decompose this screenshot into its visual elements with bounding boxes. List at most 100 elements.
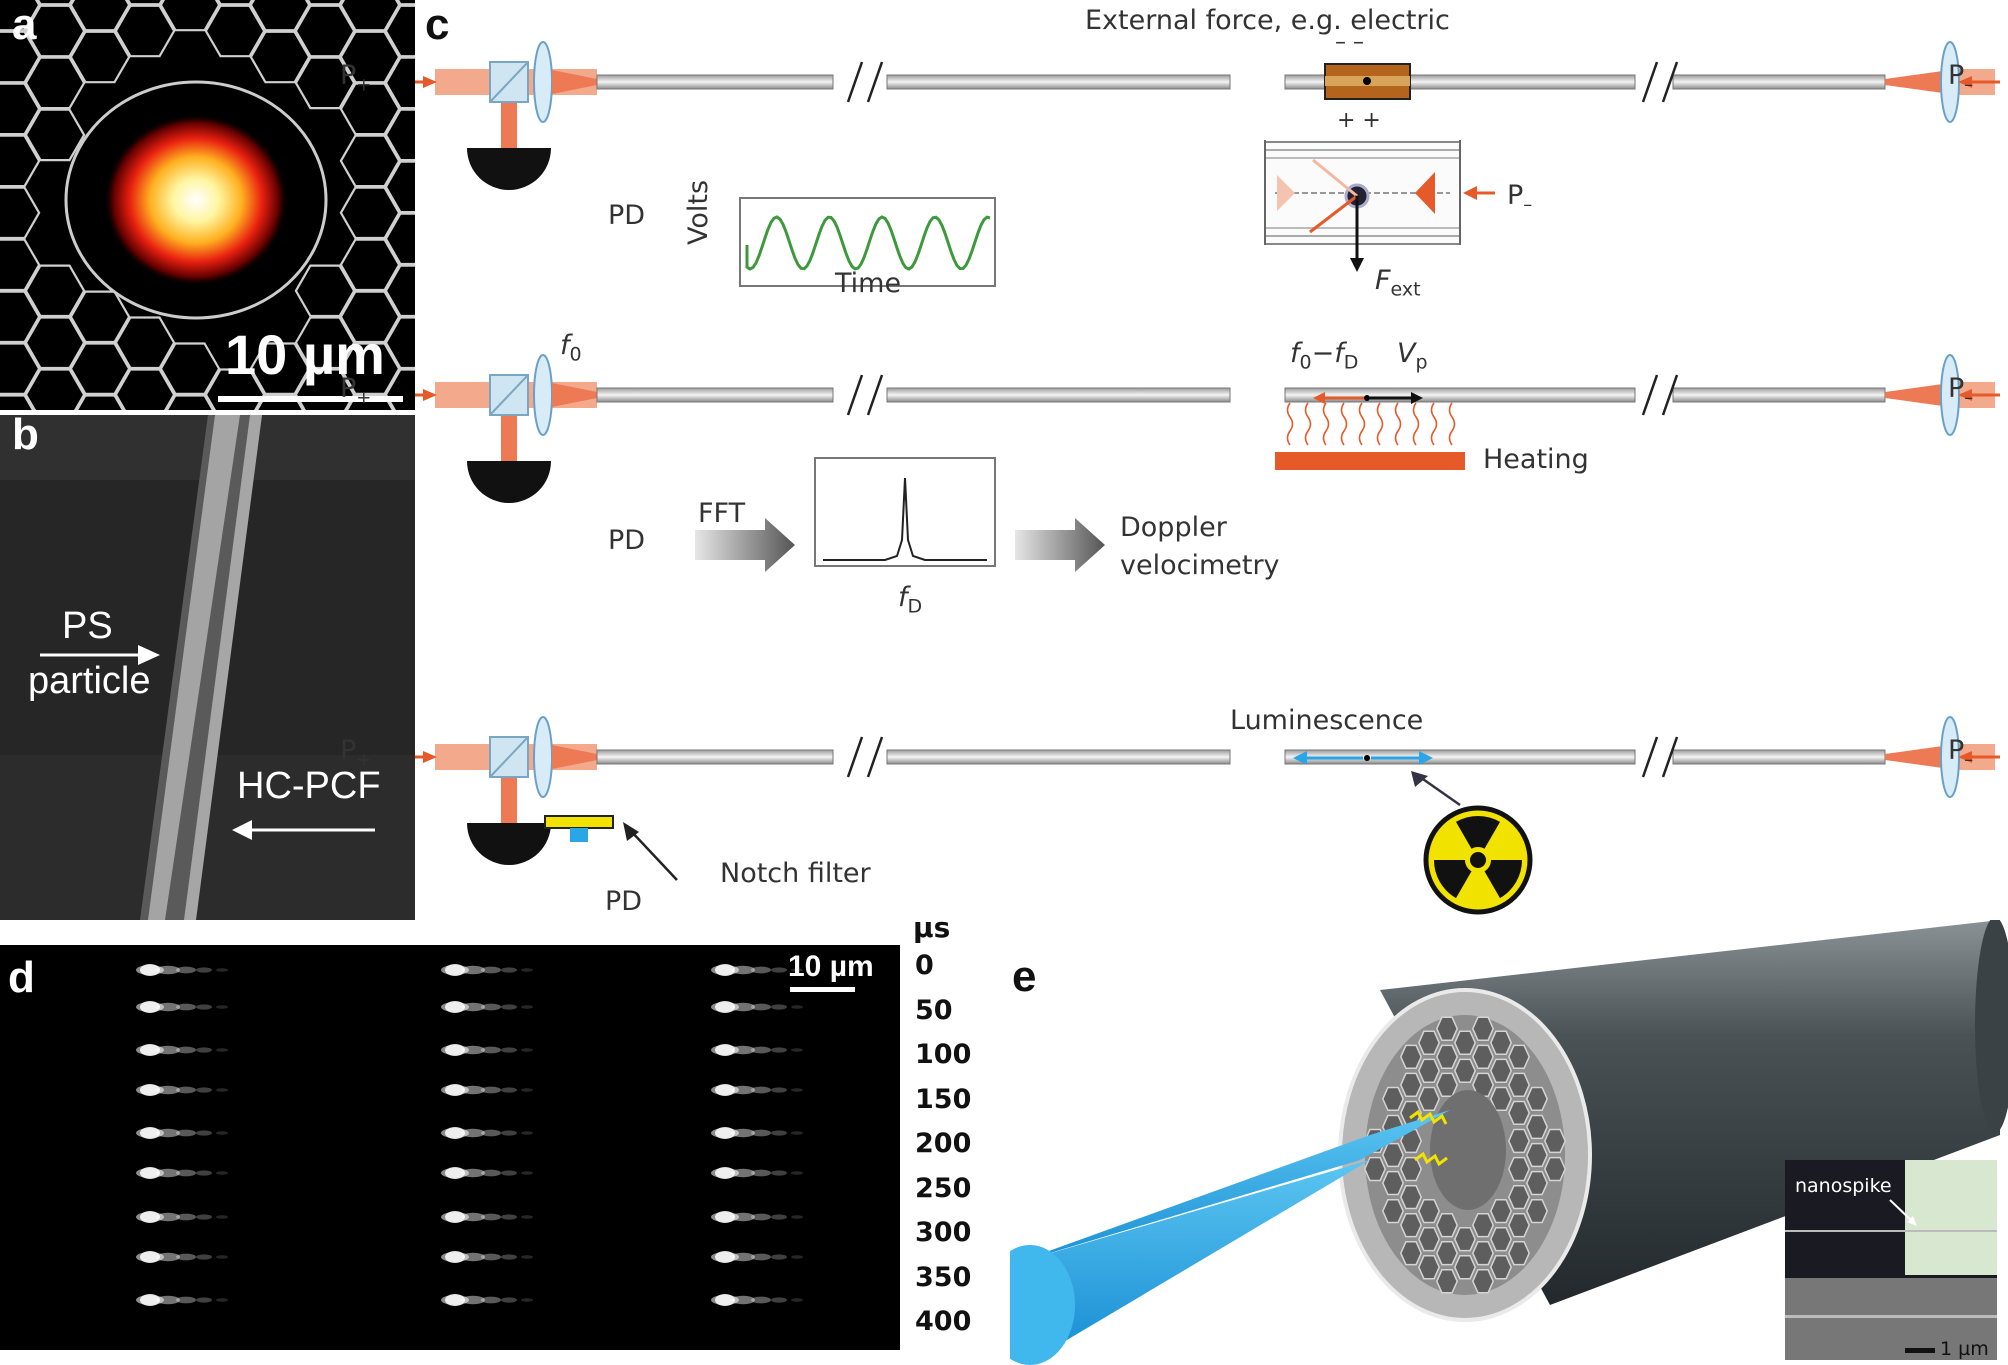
particle-snapshot — [711, 1211, 803, 1223]
cladding-cell — [24, 4, 86, 58]
cladding-cell — [1399, 1128, 1423, 1154]
fext-label: Fext — [1375, 265, 1421, 300]
time-label: 250 — [915, 1172, 972, 1204]
pd-label-2: PD — [608, 525, 646, 556]
p-minus-cross-letter: P — [1507, 180, 1524, 211]
external-force-label: External force, e.g. electric — [1085, 5, 1450, 36]
scale-label-d: 10 µm — [788, 950, 874, 983]
photodiode — [467, 461, 551, 503]
particle-snapshot — [441, 1044, 533, 1056]
particle-snapshot — [711, 1084, 803, 1096]
doppler-label-2: velocimetry — [1120, 550, 1280, 581]
time-label: 100 — [915, 1039, 972, 1070]
cladding-cell — [249, 0, 311, 32]
time-unit-label: µs — [913, 911, 951, 944]
cladding-cell — [384, 56, 415, 110]
electrode-minus-signs: – – — [1335, 30, 1364, 55]
electrode-plus-signs: + + — [1337, 108, 1381, 133]
p-minus-label-1: P– — [1948, 60, 1973, 95]
particle-snapshot — [136, 1084, 228, 1096]
vp-letter: V — [1397, 338, 1416, 369]
particle-arrow — [138, 645, 160, 665]
scale-label-a: 10 µm — [225, 323, 385, 386]
cladding-cell — [1399, 1241, 1423, 1266]
cladding-cell — [0, 186, 41, 240]
fext-letter: F — [1375, 265, 1391, 296]
cladding-cell — [1417, 1255, 1441, 1280]
p-plus-arrow — [423, 389, 437, 401]
fd-sub: D — [907, 595, 923, 618]
time-label: 50 — [915, 994, 953, 1026]
p-plus-arrow — [423, 76, 437, 88]
cladding-cell — [216, 0, 254, 6]
particle-snapshot — [711, 1251, 803, 1263]
fft-label: FFT — [698, 498, 746, 529]
cladding-cell — [1525, 1198, 1549, 1224]
panel-e: e — [1010, 920, 2008, 1365]
particle-snapshot — [711, 1001, 803, 1013]
cladding-cell — [339, 238, 401, 292]
cladding-cell — [1435, 1241, 1459, 1266]
panel-letter-a: a — [12, 0, 37, 49]
panel-c: c — [340, 0, 2008, 920]
cladding-cell — [1489, 1086, 1513, 1112]
scale-bar-d — [790, 987, 855, 992]
panel-letter-e: e — [1012, 952, 1037, 1001]
fiber-cross-section — [1264, 140, 1495, 272]
cladding-cell — [1381, 1142, 1405, 1168]
nanospike — [1010, 1110, 1450, 1265]
panel-letter-d: d — [8, 953, 35, 1002]
cladding-cell — [24, 108, 86, 162]
fiber-break-mark — [846, 736, 864, 778]
cladding-cell — [1399, 1044, 1423, 1069]
cladding-cell — [126, 0, 164, 6]
p-plus-label-2: P+ — [340, 373, 371, 408]
cladding-cell — [204, 4, 266, 58]
cladding-cell — [1381, 1170, 1405, 1196]
photodiode — [467, 148, 551, 190]
f0-sub: 0 — [569, 343, 582, 366]
cladding-cell — [1471, 1044, 1495, 1069]
cladding-cell — [1471, 1269, 1495, 1294]
p-plus-letter: P — [340, 735, 357, 766]
luminescence-label: Luminescence — [1230, 705, 1424, 736]
cladding-cell — [69, 0, 131, 32]
fd-letter: f — [898, 582, 908, 613]
cladding-cell — [114, 316, 176, 370]
cladding-cell — [159, 342, 221, 395]
optical-row-2 — [415, 354, 2000, 503]
cladding-cell — [1471, 1241, 1495, 1266]
inset-scale-label: 1 µm — [1940, 1338, 1989, 1360]
hollow-core-fiber — [1672, 749, 1886, 765]
doppler-fd-sub: D — [1343, 351, 1359, 374]
hc-pcf-label: HC-PCF — [237, 765, 381, 807]
cladding-cell — [1417, 1030, 1441, 1055]
cladding-cell — [1507, 1184, 1531, 1210]
optical-row-3 — [415, 716, 2000, 865]
cladding-cell — [1435, 1016, 1459, 1041]
pd-beam — [501, 94, 517, 149]
cladding-cell — [1435, 1044, 1459, 1069]
cladding-cell — [1525, 1142, 1549, 1168]
cladding-cell — [1435, 1212, 1459, 1238]
p-plus-label-3: P+ — [340, 735, 371, 770]
heat-wave — [1358, 402, 1366, 446]
cladding-cell — [1381, 1198, 1405, 1224]
cladding-cell — [1543, 1156, 1567, 1182]
cladding-cell — [0, 394, 35, 410]
cladding-cell — [1489, 1255, 1513, 1280]
cladding-cell — [384, 4, 415, 58]
particle-label: particle — [28, 660, 151, 702]
cladding-cell — [1489, 1226, 1513, 1252]
cladding-cell-grid — [0, 0, 415, 410]
cladding-cell — [0, 342, 41, 395]
cladding-cell — [1453, 1058, 1477, 1084]
cladding-cell — [384, 264, 415, 318]
cladding-cell — [294, 4, 356, 58]
p-plus-letter: P — [340, 373, 357, 404]
heat-wave — [1304, 402, 1312, 446]
particle-snapshot — [711, 1167, 803, 1179]
doppler-minus: −f — [1311, 338, 1344, 369]
optical-row-1 — [415, 41, 2000, 190]
hollow-core-fiber — [886, 74, 1231, 90]
